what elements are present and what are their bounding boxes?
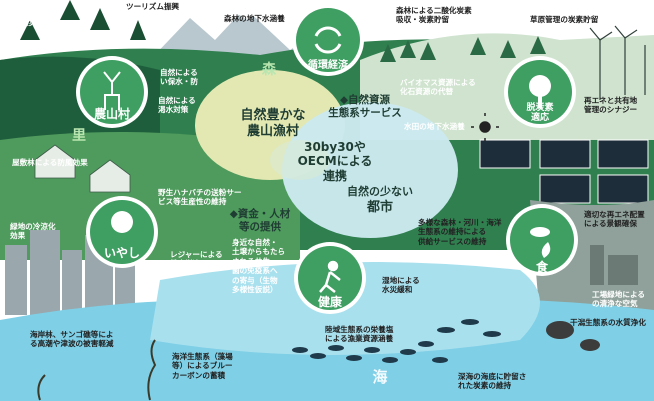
fish-school bbox=[292, 319, 501, 363]
health-label: 健康 bbox=[317, 295, 342, 309]
rural-label: 自然豊かな 農山漁村 bbox=[240, 108, 306, 139]
annotation-renewable-synergy: 再エネと共有地 管理のシナジー bbox=[584, 96, 638, 115]
annotation-factory-green: 工場緑地による の清浄な空気 bbox=[592, 290, 645, 309]
services-label: ◆自然資源 生態系サービス bbox=[328, 94, 402, 119]
circle-circular-economy bbox=[292, 4, 364, 76]
annotation-supply-services: 多様な森林・河川・海洋 生態系の維持による 供給サービスの維持 bbox=[418, 218, 502, 246]
head-icon bbox=[111, 211, 133, 233]
annotation-paddy-groundwater: 水田の地下水涵養 bbox=[404, 122, 465, 131]
urban-sublabel: 自然の少ない bbox=[347, 185, 413, 198]
annotation-pollinators: 野生ハナバチの送粉サー ビス等生産性の維持 bbox=[158, 188, 242, 207]
running-person-icon bbox=[319, 260, 341, 293]
resources-label: ◆資金・人材 等の提供 bbox=[229, 208, 291, 233]
annotation-forest-co2: 森林による二酸化炭素 吸収・炭素貯留 bbox=[396, 6, 472, 25]
wind-turbines bbox=[589, 25, 646, 100]
urban-label: 都市 bbox=[366, 200, 393, 215]
annotation-drought: 自然による 渇水対策 bbox=[158, 96, 196, 115]
annotation-biodiversity-hypothesis: 身近な自然・ 土壌からもたら される共生 菌の免疫系へ の寄与（生物 多様性仮説… bbox=[232, 238, 286, 295]
sun-icon bbox=[471, 113, 499, 141]
annotation-grassland-carbon: 草原管理の炭素貯留 bbox=[530, 15, 599, 24]
annotation-leisure: レジャーによる 健康増進 bbox=[170, 250, 223, 269]
annotation-coastal-forest: 海岸林、サンゴ礁等によ る高潮や津波の被害軽減 bbox=[30, 330, 114, 349]
annotation-blue-carbon: 海洋生態系（藻場 等）によるブルー カーボンの蓄積 bbox=[172, 352, 233, 380]
annotation-green-cooling: 緑地の冷涼化 効果 bbox=[10, 222, 56, 241]
urban-circle bbox=[282, 102, 458, 238]
annotation-forest-groundwater: 森林の地下水涵養 bbox=[224, 14, 285, 23]
forest bbox=[20, 0, 146, 40]
circular-economy-label: 循環経済 bbox=[308, 60, 348, 71]
farm-village-label: 農山村 bbox=[93, 107, 130, 121]
annotation-landscape: 適切な再エネ配置 による景観確保 bbox=[584, 210, 645, 229]
circle-food bbox=[506, 204, 578, 276]
annotation-water-retention: 自然による い保水・防 bbox=[160, 68, 198, 87]
fish-vegetable-icon bbox=[530, 227, 551, 258]
annotation-land-management: 土地管理によ る自然災害対 応 bbox=[6, 9, 52, 37]
food-label: 食 bbox=[535, 260, 548, 274]
annotation-tidal-flat: 干潟生態系の水質浄化 bbox=[570, 318, 646, 327]
annotation-wetland: 湿地による 水災緩和 bbox=[382, 276, 420, 295]
healing-label: いやし bbox=[103, 246, 140, 260]
annotation-biomass: バイオマス資源による 化石資源の代替 bbox=[400, 78, 476, 97]
deer-icon bbox=[103, 71, 121, 110]
decarbonized-label: 脱炭素 適応 bbox=[526, 103, 554, 124]
solar-panels bbox=[479, 139, 649, 204]
village-char: 里 bbox=[72, 128, 86, 144]
tree-icon bbox=[529, 75, 551, 108]
annotation-nutrients: 陸域生態系の栄養塩 による漁業資源涵養 bbox=[325, 325, 394, 344]
annotation-deep-sea: 深海の海底に貯留さ れた炭素の維持 bbox=[458, 372, 527, 391]
core-label: 30by30や OECMによる 連携 bbox=[297, 140, 373, 183]
sea-label: 海 bbox=[372, 368, 388, 386]
forest-char: 森 bbox=[262, 62, 276, 78]
circle-health bbox=[294, 242, 366, 314]
annotation-windbreak: 屋敷林による防風効果 bbox=[12, 158, 88, 167]
annotation-tourism: ツーリズム振興 bbox=[126, 2, 180, 11]
